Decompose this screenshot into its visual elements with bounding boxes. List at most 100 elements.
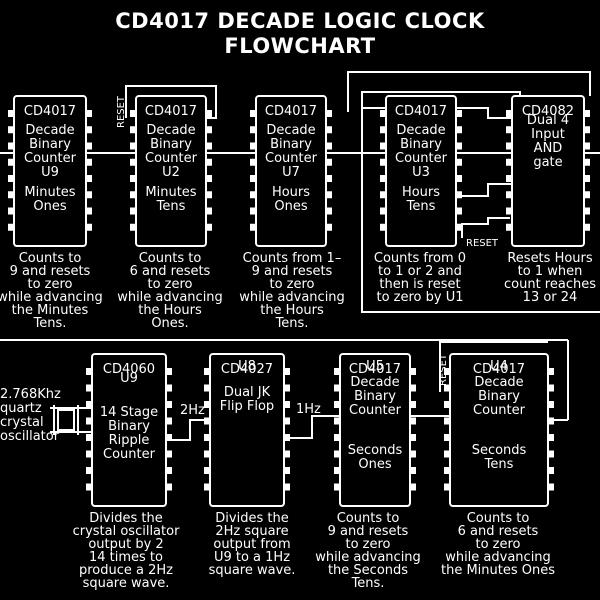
chip-body [209,353,285,507]
chip-pin [334,417,342,425]
chip-pin [506,142,514,150]
chip-pin [454,223,462,231]
chip-caption-line: the Hours [138,303,202,318]
chips-layer: CD4017DecadeBinaryCounterU9MinutesOnesCo… [0,95,596,591]
chip-pin [546,384,554,392]
chip-pin [164,368,172,375]
chip-text-line: Binary [354,389,396,404]
chip-pin [130,175,138,182]
chip-pin [250,175,258,182]
chip-text-line: Decade [474,375,523,390]
chip-u3-hours-tens: CD4017DecadeBinaryCounterU3HoursTensCoun… [374,95,466,305]
chip-pin [506,175,514,182]
chip-caption-line: Tens. [275,316,309,331]
chip-pin [250,110,258,117]
chip-pin [444,417,452,425]
chip-text-line: Decade [396,123,445,138]
chip-caption-line: U9 to a 1Hz [214,550,290,565]
chip-caption-line: the Seconds [328,563,408,578]
chip-pin [454,158,462,166]
chip-text-line: Ones [358,457,391,472]
chip-pin [250,207,258,215]
chip-pin [546,483,554,491]
chip-caption-line: to 1 when [518,264,583,279]
chip-pin [408,368,416,375]
chip-caption-line: Tens. [33,316,67,331]
chip-pin [130,158,138,166]
chip-pin [84,223,92,231]
chip-caption-line: Ones. [151,316,188,331]
chip-pin [324,126,332,134]
chip-text-line: U3 [412,165,430,180]
chip-pin [282,450,290,458]
chip-part-number: CD4017 [145,104,197,119]
chip-pin [250,158,258,166]
chip-caption-line: to zero [269,277,314,292]
chip-pin [324,158,332,166]
chip-text-line: Binary [400,137,442,152]
chip-pin [204,110,212,117]
chip-caption-line: Counts to [467,511,530,526]
chip-caption-line: crystal oscillator [73,524,180,539]
chip-pin [164,384,172,392]
chip-text-line: Counter [24,151,77,166]
chip-text-line: Dual JK [224,385,271,400]
chip-text-line: Decade [146,123,195,138]
chip-pin [380,223,388,231]
chip-pin [164,450,172,458]
chip-text-line: U2 [162,165,180,180]
chip-caption-line: Divides the [89,511,162,526]
chip-pin [250,191,258,199]
chip-pin [130,223,138,231]
chip-pin [380,142,388,150]
chip-text-line: Seconds [348,443,403,458]
chip-pin [408,450,416,458]
chip-pin [204,450,212,458]
chip-pins [334,368,416,491]
chip-pin [86,467,94,474]
reset-label-u4: RESET [438,353,449,386]
chip-pin [454,191,462,199]
chip-pins [86,368,172,491]
chip-caption-line: to 1 or 2 and [378,264,462,279]
chip-pin [334,450,342,458]
chip-pin [204,417,212,425]
chip-caption-line: while advancing [239,290,345,305]
chip-pin [86,483,94,491]
chip-pin [84,207,92,215]
chip-pins [130,110,212,231]
chip-pin [506,191,514,199]
chip-pin [380,191,388,199]
chip-u7-hours-ones: CD4017DecadeBinaryCounterU7HoursOnesCoun… [239,95,345,331]
chip-pins [380,110,462,231]
chip-pin [250,142,258,150]
chip-caption-line: output by 2 [88,537,163,552]
chip-caption-line: 9 and resets [10,264,91,279]
oscillator-label-line: crystal [0,415,44,430]
chip-pin [130,110,138,117]
chip-pin [8,223,16,231]
crystal-icon [57,409,75,431]
chip-text-line: Input [531,127,565,142]
chip-text-line: Tens [484,457,514,472]
chip-pin [164,417,172,425]
chip-part-number: CD4082 [522,104,574,119]
chip-caption-line: output from [213,537,290,552]
chip-caption-line: Counts to [19,251,82,266]
chip-text-line: Hours [402,185,440,200]
chip-caption-line: 2Hz square [215,524,288,539]
chip-pin [130,142,138,150]
chip-caption-line: Counts to [337,511,400,526]
chip-text-line: gate [533,155,562,170]
chip-caption-line: 9 and resets [328,524,409,539]
chip-pin [204,142,212,150]
chip-caption-line: 13 or 24 [523,290,578,305]
chip-caption-line: square wave. [83,576,170,591]
chip-text-line: U7 [282,165,300,180]
chip-pin [282,401,290,408]
chip-pin [444,384,452,392]
chip-pin [86,368,94,375]
chip-pin [334,368,342,375]
chip-caption-line: then is reset [379,277,460,292]
